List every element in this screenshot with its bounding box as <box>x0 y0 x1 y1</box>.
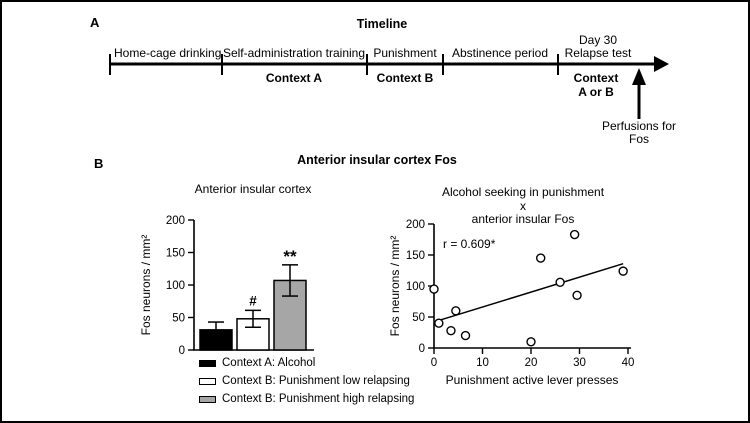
bar-chart-title: Anterior insular cortex <box>194 182 312 196</box>
context-a-or-b-line2: A or B <box>578 84 614 99</box>
legend-label: Context B: Punishment high relapsing <box>222 393 415 405</box>
timeline-phase-relapse: Day 30 Relapse test <box>558 34 638 60</box>
scatter-point <box>569 229 580 240</box>
scatter-point <box>429 284 439 294</box>
legend-row-context-b-low: Context B: Punishment low relapsing <box>199 372 414 390</box>
scatter-point <box>446 325 456 336</box>
scatter-title-line1: Alcohol seeking in punishment <box>441 185 605 199</box>
context-a-label: Context A <box>265 71 323 85</box>
panel-b-label: B <box>94 156 104 171</box>
scatter-x-axis-label: Punishment active lever presses <box>446 373 619 387</box>
timeline-phase-abstinence: Abstinence period <box>451 46 549 60</box>
legend-row-context-a: Context A: Alcohol <box>199 354 414 372</box>
scatter-y-tick-label: 0 <box>419 343 425 355</box>
bar-y-tick-label: 50 <box>172 313 185 325</box>
scatter-x-tick-label: 30 <box>573 357 586 369</box>
scatter-point <box>460 330 471 341</box>
panel-a-label: A <box>90 15 100 30</box>
context-b-label: Context B <box>376 71 434 85</box>
correlation-label: r = 0.609* <box>443 237 496 251</box>
relapse-line1: Day 30 <box>578 33 618 47</box>
bar-y-tick-label: 100 <box>166 280 185 292</box>
scatter-point <box>618 266 628 276</box>
scatter-point <box>535 253 546 263</box>
scatter-x-tick-label: 20 <box>525 357 538 369</box>
legend-label: Context A: Alcohol <box>222 357 316 369</box>
timeline-phase-home-cage: Home-cage drinking <box>114 46 222 60</box>
scatter-x-tick-label: 40 <box>622 357 635 369</box>
perfusions-line2: Fos <box>628 132 649 146</box>
context-a-or-b-label: Context A or B <box>556 71 636 99</box>
scatter-title: Alcohol seeking in punishment x anterior… <box>378 185 668 227</box>
trend-line <box>433 262 624 323</box>
scatter-point <box>451 306 461 316</box>
scatter-point <box>572 290 582 301</box>
bar-y-tick-label: 0 <box>179 345 185 357</box>
significance-marker: # <box>249 293 257 308</box>
scatter-title-line2: x <box>520 198 526 213</box>
bar-y-tick-label: 150 <box>166 248 185 260</box>
scatter-x-tick-label: 10 <box>476 357 489 369</box>
context-a-or-b-line1: Context <box>573 71 619 85</box>
scatter-y-tick-label: 50 <box>412 312 425 324</box>
bar-y-axis-label: Fos neurons / mm² <box>139 235 153 336</box>
scatter-chart: 0 50 100 150 200 0 10 20 30 40 Fos neurons / mm² Pu… <box>388 219 635 387</box>
significance-marker: ** <box>283 247 297 266</box>
timeline-phase-punishment: Punishment <box>373 46 437 60</box>
scatter-x-tick-label: 0 <box>431 357 437 369</box>
legend-swatch-gray <box>199 395 216 403</box>
scatter-point <box>555 277 565 287</box>
relapse-line2: Relapse test <box>564 46 632 60</box>
perfusions-annotation: Perfusions for Fos <box>584 120 694 146</box>
scatter-y-tick-label: 100 <box>406 281 425 293</box>
timeline-arrowhead-icon <box>654 56 669 72</box>
scatter-y-tick-label: 150 <box>406 250 425 262</box>
scatter-point <box>526 337 536 347</box>
scatter-y-tick-label: 200 <box>406 219 425 231</box>
bar-y-tick-label: 200 <box>166 215 185 227</box>
scatter-y-axis-label: Fos neurons / mm² <box>388 236 402 337</box>
bar-chart-legend: Context A: Alcohol Context B: Punishment… <box>199 354 414 408</box>
legend-label: Context B: Punishment low relapsing <box>222 375 410 387</box>
timeline-title: Timeline <box>356 17 408 31</box>
timeline-phase-self-admin: Self-administration training <box>222 46 366 60</box>
legend-row-context-b-high: Context B: Punishment high relapsing <box>199 390 414 408</box>
timeline-diagram <box>109 54 669 119</box>
perfusions-line1: Perfusions for <box>601 119 677 133</box>
panel-b-title: Anterior insular cortex Fos <box>297 153 457 167</box>
legend-swatch-white <box>199 377 216 385</box>
perfusion-arrowhead-icon <box>632 68 646 85</box>
legend-swatch-black <box>199 359 216 367</box>
scatter-point <box>434 318 444 328</box>
scatter-title-line3: anterior insular Fos <box>471 212 575 226</box>
